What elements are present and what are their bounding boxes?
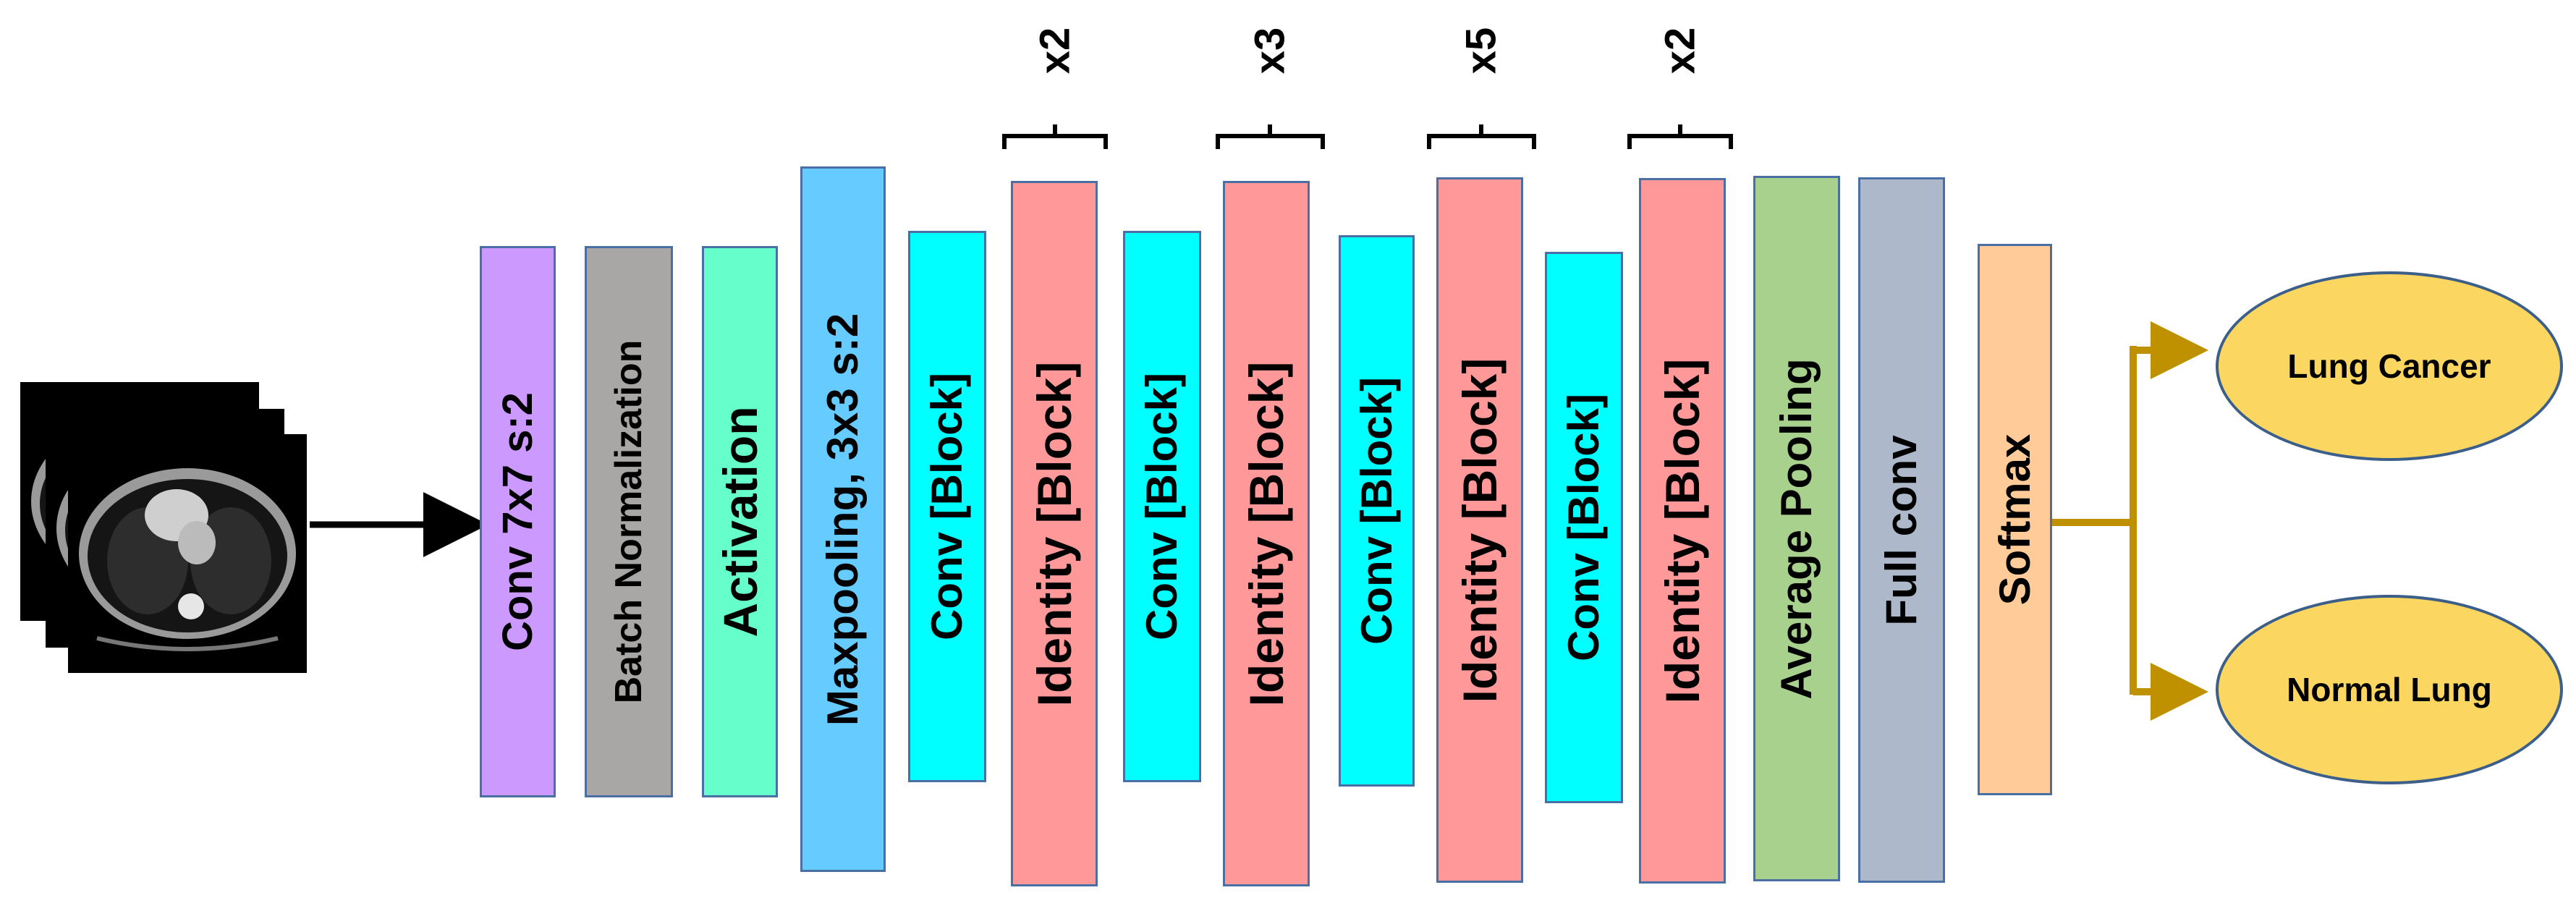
repeat-label-4: x2 (1656, 27, 1704, 75)
block-conv-block-2-label: Conv [Block] (1137, 372, 1186, 641)
block-conv-block-3: Conv [Block] (1339, 235, 1415, 787)
block-identity-block-1: Identity [Block] (1011, 181, 1098, 886)
repeat-brace-2 (1216, 124, 1325, 149)
repeat-braces (1002, 124, 1733, 149)
block-fullconv: Full conv (1858, 177, 1945, 883)
ct-slice-front (68, 434, 307, 673)
repeat-label-2: x3 (1246, 27, 1294, 75)
repeat-label-1: x2 (1031, 27, 1079, 75)
block-conv7-label: Conv 7x7 s:2 (493, 392, 541, 651)
block-avgpool-label: Average Pooling (1772, 357, 1821, 700)
block-maxpool-label: Maxpooling, 3x3 s:2 (818, 313, 867, 726)
repeat-brace-1 (1002, 124, 1108, 149)
block-softmax-label: Softmax (1990, 433, 2039, 606)
output-lung-cancer: Lung Cancer (2216, 271, 2563, 461)
block-conv7: Conv 7x7 s:2 (480, 246, 556, 797)
block-activation: Activation (702, 246, 778, 797)
block-conv-block-1: Conv [Block] (908, 231, 986, 782)
block-identity-block-4-label: Identity [Block] (1656, 358, 1709, 703)
repeat-label-3: x5 (1457, 27, 1505, 75)
block-conv-block-1-label: Conv [Block] (923, 372, 971, 641)
output-branch-arrows (2052, 321, 2208, 721)
block-identity-block-1-label: Identity [Block] (1028, 361, 1081, 706)
block-avgpool: Average Pooling (1753, 176, 1840, 881)
block-identity-block-3-label: Identity [Block] (1453, 357, 1507, 703)
block-batchnorm: Batch Normalization (585, 246, 673, 797)
output-lung-cancer-label: Lung Cancer (2287, 347, 2491, 385)
block-conv-block-2: Conv [Block] (1123, 231, 1201, 782)
block-conv-block-3-label: Conv [Block] (1352, 376, 1401, 645)
output-normal-lung-label: Normal Lung (2287, 671, 2492, 708)
block-maxpool: Maxpooling, 3x3 s:2 (800, 166, 886, 872)
block-activation-label: Activation (713, 406, 767, 638)
output-normal-lung: Normal Lung (2216, 595, 2563, 784)
block-batchnorm-label: Batch Normalization (608, 339, 650, 704)
block-softmax: Softmax (1978, 244, 2052, 795)
block-identity-block-4: Identity [Block] (1639, 178, 1726, 884)
block-identity-block-2: Identity [Block] (1223, 181, 1310, 886)
repeat-brace-3 (1427, 124, 1536, 149)
block-identity-block-3: Identity [Block] (1436, 177, 1523, 883)
repeat-brace-4 (1627, 124, 1733, 149)
block-fullconv-label: Full conv (1877, 434, 1925, 626)
block-conv-block-4-label: Conv [Block] (1559, 393, 1608, 662)
block-conv-block-4: Conv [Block] (1545, 252, 1623, 803)
block-identity-block-2-label: Identity [Block] (1240, 361, 1293, 706)
